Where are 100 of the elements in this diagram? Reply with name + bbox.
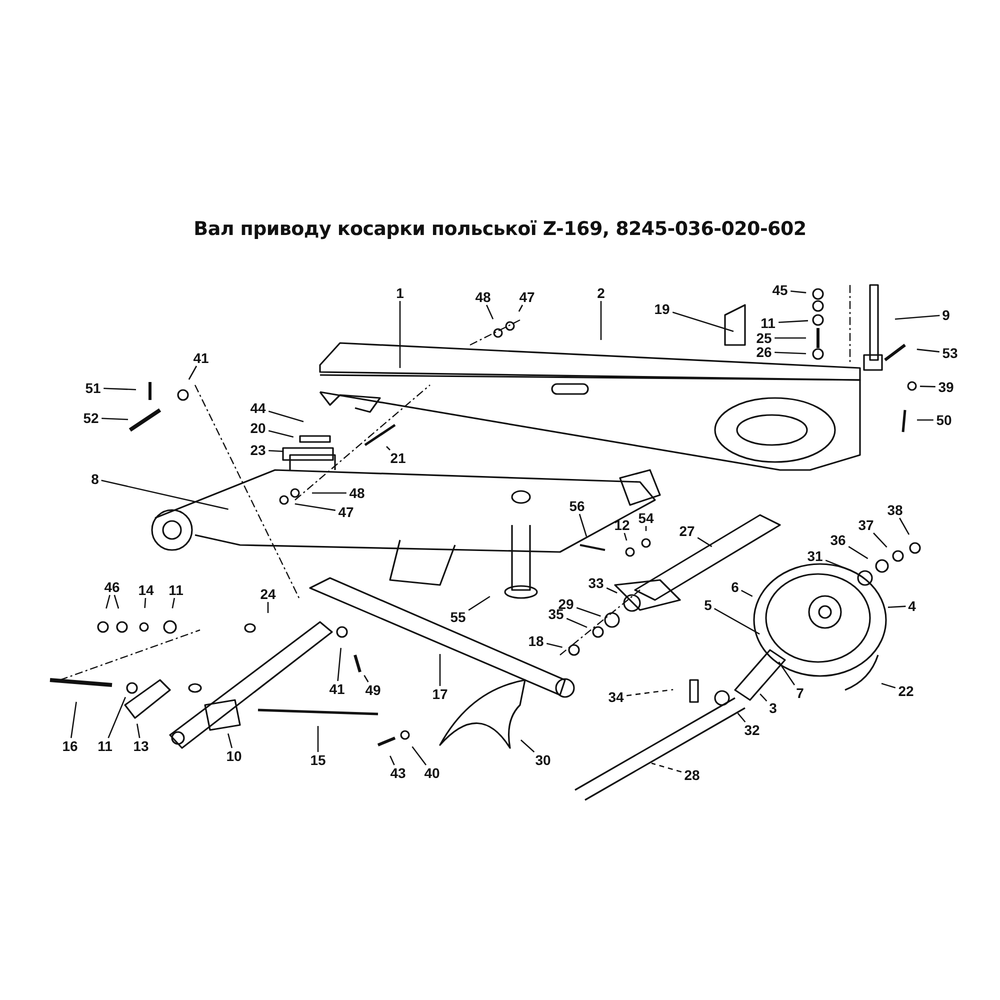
callout-number: 54 [637, 510, 655, 526]
callout-number: 50 [935, 412, 953, 428]
callout-number: 45 [771, 282, 789, 298]
leader-line [399, 301, 401, 368]
leader-line [778, 662, 796, 686]
leader-line [546, 642, 562, 648]
leader-line [114, 594, 120, 609]
callout-number: 9 [941, 307, 951, 323]
callout-number: 31 [806, 548, 824, 564]
leader-line [576, 607, 601, 617]
leader-line [774, 337, 806, 339]
leader-line [268, 450, 284, 452]
leader-line [486, 304, 494, 320]
leader-line [672, 312, 734, 332]
callout-number: 21 [389, 450, 407, 466]
callout-number: 38 [886, 502, 904, 518]
callout-number: 28 [683, 767, 701, 783]
callout-number: 6 [730, 579, 740, 595]
leader-line [894, 314, 940, 320]
leader-line [645, 526, 647, 531]
callout-number: 36 [829, 532, 847, 548]
callout-number: 7 [795, 685, 805, 701]
callout-number: 30 [534, 752, 552, 768]
leader-line [899, 518, 910, 535]
callout-number: 48 [474, 289, 492, 305]
leader-line [920, 386, 936, 388]
callout-number: 34 [607, 689, 625, 705]
leader-line [917, 419, 934, 421]
leader-line [626, 688, 674, 696]
callout-number: 43 [389, 765, 407, 781]
leader-line [578, 514, 588, 537]
leader-line [317, 726, 319, 752]
callout-number: 32 [743, 722, 761, 738]
callout-number: 24 [259, 586, 277, 602]
leader-line [70, 702, 77, 738]
leader-line [312, 492, 346, 494]
callout-number: 46 [103, 579, 121, 595]
callout-number: 18 [527, 633, 545, 649]
leader-line [267, 602, 269, 613]
leader-line [916, 348, 940, 352]
leader-line [518, 304, 524, 312]
leader-line [144, 598, 146, 608]
callout-number: 12 [613, 517, 631, 533]
leader-line [848, 546, 868, 560]
callout-number: 11 [168, 582, 184, 598]
callout-number: 56 [568, 498, 586, 514]
callout-number: 47 [518, 289, 536, 305]
leader-line [268, 430, 294, 438]
callout-number: 20 [249, 420, 267, 436]
leader-line [412, 746, 427, 766]
leader-line [741, 590, 753, 597]
leader-line [714, 608, 760, 635]
callout-number: 55 [449, 609, 467, 625]
callout-number: 3 [768, 700, 778, 716]
leader-line [294, 503, 336, 511]
callout-number: 4 [907, 598, 917, 614]
leader-line [106, 594, 110, 609]
callout-number: 10 [225, 748, 243, 764]
callout-number: 11 [96, 738, 114, 754]
leader-line [651, 762, 682, 773]
leader-line [888, 606, 906, 608]
callout-number: 22 [897, 683, 915, 699]
leader-line [624, 532, 628, 541]
callout-number: 2 [596, 285, 606, 301]
callout-number: 41 [192, 350, 210, 366]
callout-number: 26 [755, 344, 773, 360]
callout-number: 53 [941, 345, 959, 361]
callout-number: 27 [678, 523, 696, 539]
leader-line [774, 352, 806, 354]
leader-line [268, 410, 304, 422]
leader-line [468, 596, 490, 611]
leader-line [102, 418, 128, 420]
leader-line [600, 301, 602, 340]
leader-line [101, 480, 228, 510]
leader-line [386, 446, 390, 450]
callout-number: 17 [431, 686, 449, 702]
callout-number: 19 [653, 301, 671, 317]
callout-number: 48 [348, 485, 366, 501]
callout-number: 5 [703, 597, 713, 613]
leader-line [108, 696, 126, 738]
leader-line [760, 693, 768, 702]
leader-line [566, 618, 588, 628]
callout-number: 13 [132, 738, 150, 754]
leader-line [881, 682, 896, 688]
leader-line [873, 532, 888, 548]
leader-line [825, 560, 852, 572]
leader-line [227, 733, 233, 748]
callout-number: 52 [82, 410, 100, 426]
leader-line [790, 290, 806, 294]
callout-number: 39 [937, 379, 955, 395]
leader-line [337, 648, 342, 682]
callout-number: 51 [84, 380, 102, 396]
leader-line [104, 388, 136, 390]
leader-line [364, 674, 369, 682]
leader-line [136, 724, 140, 738]
callout-number: 14 [137, 582, 155, 598]
leader-line [520, 740, 535, 752]
leader-line [390, 756, 395, 766]
callout-number: 8 [90, 471, 100, 487]
callout-number: 23 [249, 442, 267, 458]
